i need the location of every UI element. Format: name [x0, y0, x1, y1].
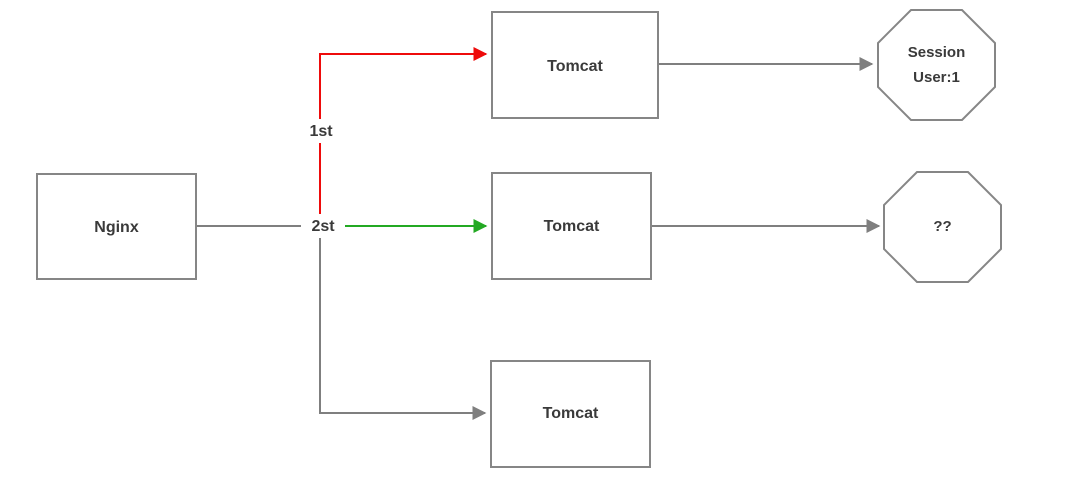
edge-label-first: 1st	[309, 123, 333, 140]
node-session[interactable]: Session User:1	[877, 9, 996, 121]
node-nginx[interactable]: Nginx	[36, 173, 197, 280]
node-tomcat-2-shape	[491, 172, 652, 280]
node-tomcat-3-label: Tomcat	[543, 405, 599, 422]
node-tomcat-2-label: Tomcat	[544, 218, 600, 235]
node-unknown-shape	[883, 171, 1002, 283]
node-tomcat-1[interactable]: Tomcat	[491, 11, 659, 119]
edge-label-first-backdrop	[300, 119, 342, 143]
node-session-shape	[877, 9, 996, 121]
node-unknown[interactable]: ??	[883, 171, 1002, 283]
node-tomcat-2[interactable]: Tomcat	[491, 172, 652, 280]
node-nginx-shape	[36, 173, 197, 280]
node-unknown-label: ??	[933, 218, 951, 235]
edge-third-branch	[319, 232, 487, 420]
edge-label-second-group: 2st	[301, 214, 345, 238]
node-tomcat-1-label: Tomcat	[547, 58, 603, 75]
node-session-label-line2: User:1	[913, 69, 960, 86]
edge-first-request	[319, 47, 488, 226]
edge-label-first-group: 1st	[300, 119, 342, 143]
edge-label-second: 2st	[311, 218, 335, 235]
node-nginx-label: Nginx	[94, 219, 139, 236]
node-session-label-line1: Session	[908, 44, 966, 61]
node-tomcat-3-shape	[490, 360, 651, 468]
node-tomcat-1-shape	[491, 11, 659, 119]
node-tomcat-3[interactable]: Tomcat	[490, 360, 651, 468]
edge-label-second-backdrop	[301, 214, 345, 238]
